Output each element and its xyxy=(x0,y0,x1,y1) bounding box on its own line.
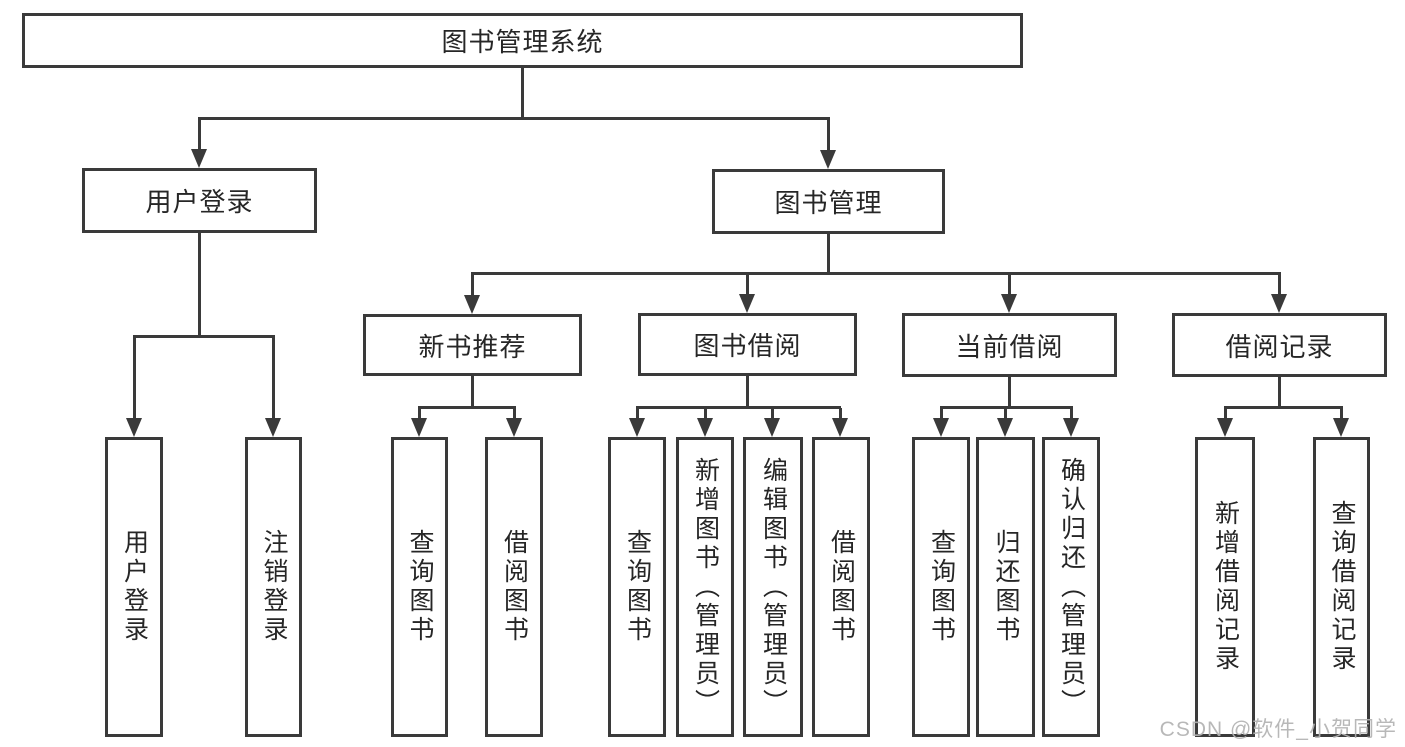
arrow-down-icon xyxy=(1217,418,1233,437)
leaf-return-books: 归还图书 xyxy=(976,437,1035,737)
leaf-confirm-return-admin-label: 确认归还（管理员） xyxy=(1057,456,1086,718)
v-line xyxy=(771,408,774,420)
v-line xyxy=(471,274,474,296)
h-line xyxy=(198,117,830,120)
leaf-return-books-label: 归还图书 xyxy=(992,529,1020,645)
h-line xyxy=(1224,406,1343,409)
v-line xyxy=(1004,408,1007,420)
leaf-logout: 注销登录 xyxy=(245,437,302,737)
v-line xyxy=(198,118,201,152)
arrow-down-icon xyxy=(697,418,713,437)
arrow-down-icon xyxy=(411,418,427,437)
leaf-query-books-current-label: 查询图书 xyxy=(927,529,956,645)
leaf-add-books-admin: 新增图书（管理员） xyxy=(676,437,734,737)
h-line xyxy=(471,272,1281,275)
leaf-query-borrow-record-label: 查询借阅记录 xyxy=(1328,500,1356,674)
v-line xyxy=(827,234,830,275)
leaf-borrow-books: 借阅图书 xyxy=(812,437,870,737)
h-line xyxy=(636,406,841,409)
leaf-borrow-books-recommend-label: 借阅图书 xyxy=(500,529,529,645)
arrow-down-icon xyxy=(1001,294,1017,313)
arrow-down-icon xyxy=(464,295,480,314)
arrow-down-icon xyxy=(1333,418,1349,437)
v-line xyxy=(513,408,516,420)
v-line xyxy=(827,118,830,153)
node-borrow-records: 借阅记录 xyxy=(1172,313,1387,377)
node-root-system: 图书管理系统 xyxy=(22,13,1023,68)
h-line xyxy=(940,406,1073,409)
leaf-confirm-return-admin: 确认归还（管理员） xyxy=(1042,437,1100,737)
node-book-management: 图书管理 xyxy=(712,169,945,234)
v-line xyxy=(1278,274,1281,295)
node-book-borrow-label: 图书借阅 xyxy=(693,331,802,361)
v-line xyxy=(133,336,136,420)
v-line xyxy=(1278,377,1281,408)
v-line xyxy=(1340,408,1343,420)
node-new-book-recommend-label: 新书推荐 xyxy=(418,331,527,362)
h-line xyxy=(418,406,516,409)
arrow-down-icon xyxy=(1063,418,1079,437)
v-line xyxy=(636,408,639,420)
v-line xyxy=(272,336,275,420)
node-current-borrow: 当前借阅 xyxy=(902,313,1117,377)
node-book-borrow: 图书借阅 xyxy=(638,313,857,376)
v-line xyxy=(839,408,842,420)
node-borrow-records-label: 借阅记录 xyxy=(1225,331,1334,362)
leaf-query-borrow-record: 查询借阅记录 xyxy=(1313,437,1370,737)
arrow-down-icon xyxy=(265,418,281,437)
arrow-down-icon xyxy=(126,418,142,437)
leaf-user-login: 用户登录 xyxy=(105,437,163,737)
leaf-query-books-recommend: 查询图书 xyxy=(391,437,448,737)
csdn-watermark: CSDN @软件_小贺同学 xyxy=(1159,718,1397,741)
leaf-add-borrow-record: 新增借阅记录 xyxy=(1195,437,1255,737)
node-new-book-recommend: 新书推荐 xyxy=(363,314,582,376)
node-root-label: 图书管理系统 xyxy=(441,27,604,57)
arrow-down-icon xyxy=(764,418,780,437)
leaf-logout-label: 注销登录 xyxy=(260,529,288,645)
node-current-borrow-label: 当前借阅 xyxy=(955,331,1064,362)
v-line xyxy=(418,408,421,420)
v-line xyxy=(1008,377,1011,408)
leaf-query-books-recommend-label: 查询图书 xyxy=(406,529,434,645)
v-line xyxy=(746,274,749,295)
v-line xyxy=(1070,408,1073,420)
leaf-edit-books-admin-label: 编辑图书（管理员） xyxy=(759,456,788,718)
v-line xyxy=(471,376,474,409)
leaf-add-books-admin-label: 新增图书（管理员） xyxy=(691,456,720,718)
node-book-management-label: 图书管理 xyxy=(774,188,883,218)
arrow-down-icon xyxy=(739,294,755,313)
v-line xyxy=(746,376,749,409)
arrow-down-icon xyxy=(629,418,645,437)
leaf-borrow-books-recommend: 借阅图书 xyxy=(485,437,543,737)
leaf-user-login-label: 用户登录 xyxy=(120,529,149,645)
v-line xyxy=(704,408,707,420)
arrow-down-icon xyxy=(997,418,1013,437)
v-line xyxy=(198,233,201,338)
h-line xyxy=(133,335,275,338)
arrow-down-icon xyxy=(191,149,207,168)
arrow-down-icon xyxy=(506,418,522,437)
arrow-down-icon xyxy=(933,418,949,437)
leaf-query-books-borrow: 查询图书 xyxy=(608,437,666,737)
leaf-query-books-current: 查询图书 xyxy=(912,437,970,737)
node-user-login: 用户登录 xyxy=(82,168,317,233)
node-user-login-label: 用户登录 xyxy=(145,187,254,217)
leaf-query-books-borrow-label: 查询图书 xyxy=(623,529,652,645)
arrow-down-icon xyxy=(832,418,848,437)
arrow-down-icon xyxy=(820,150,836,169)
leaf-add-borrow-record-label: 新增借阅记录 xyxy=(1211,500,1240,674)
arrow-down-icon xyxy=(1271,294,1287,313)
leaf-borrow-books-label: 借阅图书 xyxy=(827,529,856,645)
v-line xyxy=(1224,408,1227,420)
v-line xyxy=(521,68,524,118)
leaf-edit-books-admin: 编辑图书（管理员） xyxy=(743,437,803,737)
v-line xyxy=(1008,274,1011,295)
v-line xyxy=(940,408,943,420)
